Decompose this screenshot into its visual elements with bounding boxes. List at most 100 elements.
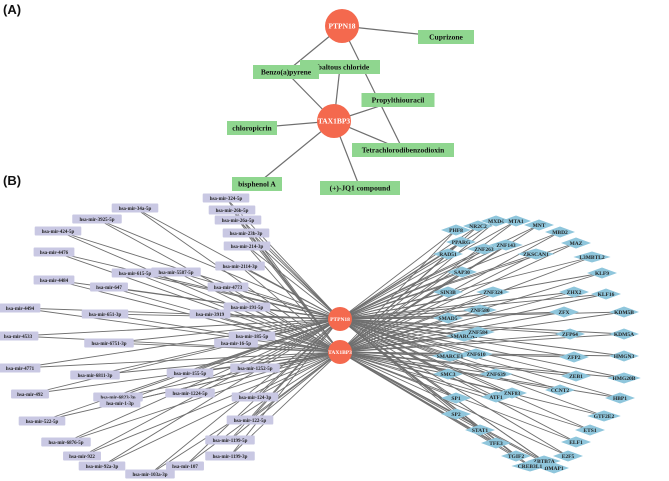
mirna-node-hsa-mir-122-5p: hsa-mir-122-5p <box>226 415 274 425</box>
mirna-label: hsa-mir-124-3p <box>239 396 272 401</box>
mirna-label: hsa-mir-103a-3p <box>132 473 167 478</box>
tf-node-stat1: STAT1 <box>465 424 495 436</box>
tf-diamond <box>481 437 511 449</box>
mirna-label: hsa-mir-6751-3p <box>91 342 126 347</box>
edge-tax1bp3-tf-smarce1 <box>339 351 451 357</box>
tf-node-znf610: ZNF610 <box>459 348 493 360</box>
mirna-label: hsa-mir-1252-5p <box>237 367 272 372</box>
mirna-node-hsa-mir-1199-5p: hsa-mir-1199-5p <box>205 435 255 445</box>
tf-node-sp1: SP1 <box>441 392 471 404</box>
mirna-box <box>215 261 265 271</box>
edge-ptpn18-tf-zeb1 <box>339 318 577 377</box>
hub-label: PTPN18 <box>328 22 355 31</box>
mirna-box <box>205 451 255 461</box>
tf-node-phf8: PHF8 <box>441 224 471 236</box>
edge-ptpn18-mirna-hsa-mir-4533 <box>17 318 341 337</box>
tf-label: ZNF324 <box>483 290 503 296</box>
edge-ptpn18-tf-znf580 <box>339 309 481 320</box>
mirna-node-hsa-mir-92a-3p: hsa-mir-92a-3p <box>78 461 126 471</box>
mirna-node-hsa-mir-6751-3p: hsa-mir-6751-3p <box>84 338 134 348</box>
chemical-label: chloropicrin <box>232 124 272 133</box>
mirna-box <box>90 282 128 292</box>
edge-tax1bp3-mirna-hsa-mir-4771 <box>19 351 341 369</box>
mirna-label: hsa-mir-122-5p <box>234 419 267 424</box>
mirna-label: hsa-mir-492 <box>17 393 43 398</box>
edge-ptpn18-tf-znf324 <box>339 291 494 320</box>
hub-circle <box>328 307 352 331</box>
mirna-node-hsa-mir-1-3p: hsa-mir-1-3p <box>99 398 141 408</box>
tf-diamond <box>511 460 549 472</box>
mirna-node-hsa-mir-34a-5p: hsa-mir-34a-5p <box>111 203 159 213</box>
edge-ptpn18-tf-zfp64 <box>339 318 571 335</box>
mirna-box <box>228 331 276 341</box>
tf-diamond <box>527 455 561 467</box>
tf-node-maz: MAZ <box>561 237 591 249</box>
tf-node-smc3: SMC3 <box>433 368 463 380</box>
chemical-box <box>320 181 400 195</box>
mirna-label: hsa-mir-4773 <box>214 286 243 291</box>
chemical-label: Propylthiouracil <box>372 96 425 105</box>
tf-diamond <box>517 248 555 260</box>
mirna-label: hsa-mir-191-5p <box>231 306 264 311</box>
chemical-box <box>227 121 277 135</box>
chemical-label: Tetrachlorodibenzodioxin <box>362 146 445 155</box>
tf-node-nr2c2: NR2C2 <box>463 220 493 232</box>
tf-label: PHF8 <box>449 228 463 234</box>
tf-diamond <box>476 286 510 298</box>
mirna-node-hsa-mir-424-5p: hsa-mir-424-5p <box>34 226 82 236</box>
mirna-box <box>223 302 271 312</box>
tf-label: HMGN3 <box>614 354 635 360</box>
edge-tax1bp3-mirna-hsa-mir-34a-5p <box>134 207 341 353</box>
mirna-label: hsa-mir-424-5p <box>42 230 75 235</box>
hub-circle <box>325 9 359 43</box>
tf-label: KDM5A <box>614 332 634 338</box>
edge-tax1bp3-tf-atf1 <box>339 351 497 398</box>
mirna-node-hsa-mir-3919: hsa-mir-3919 <box>189 309 231 319</box>
tf-diamond <box>591 288 621 300</box>
mirna-node-hsa-mir-5587-5p: hsa-mir-5587-5p <box>151 267 201 277</box>
mirna-box <box>0 331 39 341</box>
tf-node-znf263: ZNF263 <box>467 243 501 255</box>
tf-label: ATF1 <box>489 395 503 401</box>
mirna-label: hsa-mir-522-5p <box>26 420 59 425</box>
edge-ptpn18-mirna-hsa-mir-2114-3p <box>239 265 341 320</box>
tf-label: ZFP64 <box>562 332 578 338</box>
mirna-label: hsa-mir-23b-3p <box>230 232 263 237</box>
mirna-label: hsa-mir-26a-5p <box>222 219 255 224</box>
mirna-node-hsa-mir-6811-3p: hsa-mir-6811-3p <box>70 370 120 380</box>
mirna-label: hsa-mir-615-5p <box>119 272 152 277</box>
mirna-box <box>0 363 41 373</box>
tf-diamond <box>559 286 589 298</box>
edge-ptpn18-tf-gtf2e2 <box>339 318 605 417</box>
mirna-node-hsa-mir-1224-5p: hsa-mir-1224-5p <box>165 388 215 398</box>
tf-diamond <box>609 350 639 362</box>
edge-ptpn18-tetrachlorodibenzodioxin <box>341 25 404 151</box>
hub-node-a-tax1bp3: TAX1BP3 <box>317 104 351 138</box>
tf-label: SMARCA5 <box>451 334 478 340</box>
tf-diamond <box>545 226 575 238</box>
tf-node-ets1: ETS1 <box>575 424 605 436</box>
tf-label: ZNF263 <box>474 247 494 253</box>
edge-ptpn18-mirna-hsa-mir-4773 <box>227 286 341 320</box>
mirna-label: hsa-mir-6823-3p <box>100 396 135 401</box>
tf-node-atf1: ATF1 <box>481 391 511 403</box>
mirna-node-hsa-mir-191-5p: hsa-mir-191-5p <box>223 302 271 312</box>
tf-label: SMC3 <box>441 372 456 378</box>
edge-ptpn18-tf-znf584 <box>339 318 479 333</box>
tf-label: ZNF639 <box>486 372 506 378</box>
edge-tax1bp3-tf-e2f5 <box>339 351 569 457</box>
tf-label: ZNF610 <box>466 352 486 358</box>
tf-node-mxd4: MXD4 <box>481 215 511 227</box>
tf-diamond <box>587 267 617 279</box>
tf-diamond <box>561 237 591 249</box>
edge-tax1bp3-mirna-hsa-mir-107 <box>184 351 341 467</box>
mirna-label: hsa-mir-1-3p <box>106 402 134 407</box>
edge-ptpn18-tf-sap30 <box>339 271 463 320</box>
chemical-box <box>232 177 282 191</box>
edge-tax1bp3-tf-ets1 <box>339 351 591 431</box>
mirna-label: hsa-mir-4476 <box>40 251 69 256</box>
mirna-node-hsa-mir-1199-3p: hsa-mir-1199-3p <box>205 451 255 461</box>
edge-tax1bp3-mirna-hsa-mir-124-3p <box>254 351 341 398</box>
mirna-label: hsa-mir-1199-3p <box>213 455 248 460</box>
